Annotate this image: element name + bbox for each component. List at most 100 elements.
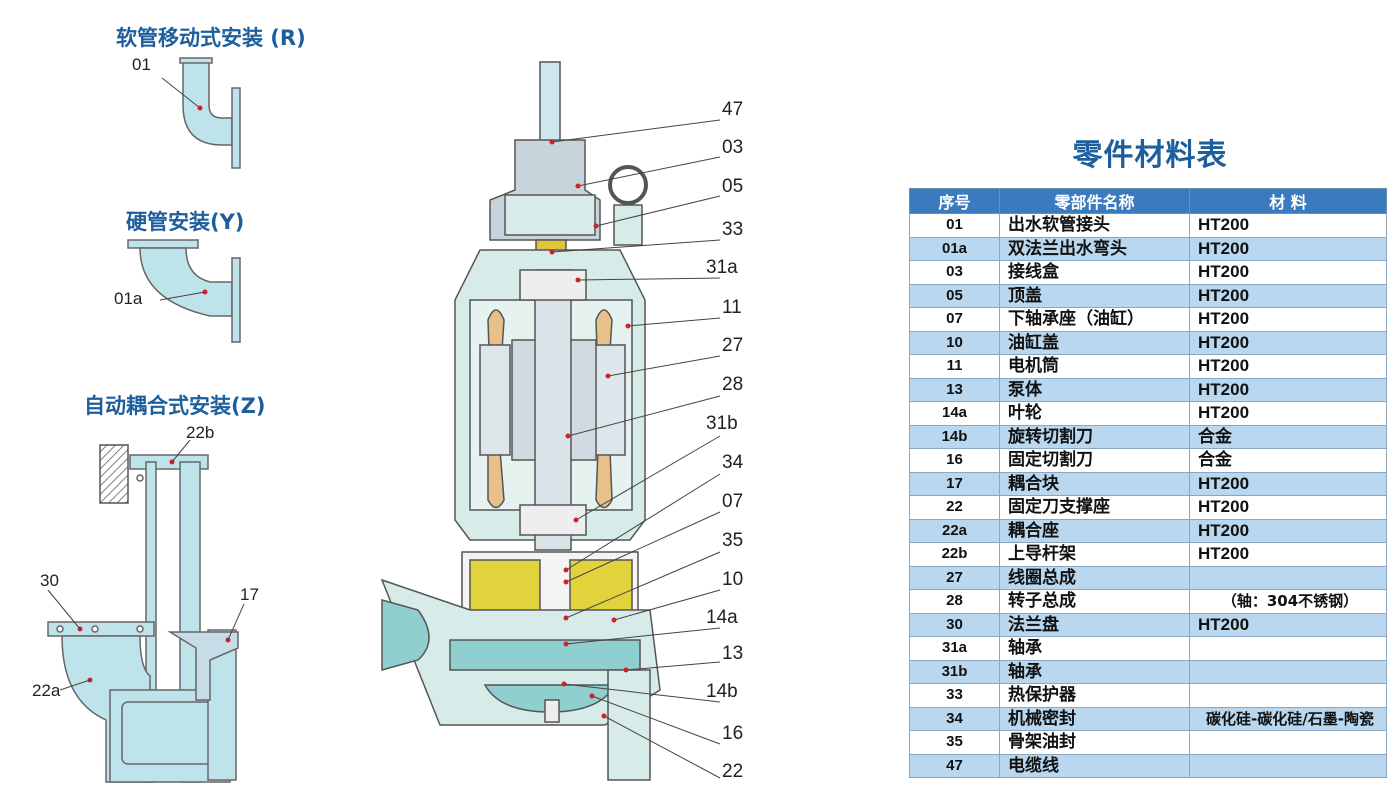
callout-10: 10 — [722, 569, 744, 590]
label-z-22a: 22a — [32, 681, 61, 700]
cell-name: 电缆线 — [999, 753, 1190, 778]
callout-31a: 31a — [706, 257, 738, 278]
cell-material: HT200 — [1189, 354, 1387, 379]
label-y-01a: 01a — [114, 289, 143, 308]
cell-name: 固定切割刀 — [999, 448, 1190, 473]
cell-no: 14a — [909, 401, 1000, 426]
cell-name: 接线盒 — [999, 260, 1190, 285]
cell-no: 47 — [909, 753, 1000, 778]
callout-13: 13 — [722, 643, 744, 664]
cell-material: HT200 — [1189, 518, 1387, 543]
cell-material: HT200 — [1189, 471, 1387, 496]
label-r-01: 01 — [132, 55, 151, 74]
callout-22: 22 — [722, 761, 744, 782]
callout-14a: 14a — [706, 607, 738, 628]
callout-35: 35 — [722, 530, 744, 551]
header-no: 序号 — [909, 188, 1000, 214]
cell-name: 耦合座 — [999, 518, 1190, 543]
cell-no: 31a — [909, 636, 1000, 661]
cell-material: HT200 — [1189, 236, 1387, 261]
cell-material — [1189, 636, 1387, 661]
callout-34: 34 — [722, 452, 744, 473]
callout-05: 05 — [722, 176, 744, 197]
cell-name: 耦合块 — [999, 471, 1190, 496]
cell-material — [1189, 565, 1387, 590]
cell-no: 14b — [909, 424, 1000, 449]
cell-no: 01 — [909, 213, 1000, 238]
cell-no: 16 — [909, 448, 1000, 473]
callout-27: 27 — [722, 335, 744, 356]
cell-no: 33 — [909, 683, 1000, 708]
cell-material: 碳化硅-碳化硅/石墨-陶瓷 — [1189, 706, 1387, 731]
callout-14b: 14b — [706, 681, 738, 702]
cell-name: 机械密封 — [999, 706, 1190, 731]
install-z-title: 自动耦合式安装(Z) — [84, 394, 266, 418]
hose-elbow-drawing — [161, 57, 241, 169]
cell-name: 泵体 — [999, 377, 1190, 402]
install-y-title: 硬管安装(Y) — [126, 210, 245, 234]
cell-name: 轴承 — [999, 659, 1190, 684]
callout-11: 11 — [722, 297, 742, 318]
cell-material — [1189, 753, 1387, 778]
table-header-row: 序号 零部件名称 材 料 — [909, 188, 1387, 214]
coupling-drawing — [47, 439, 245, 783]
cell-no: 13 — [909, 377, 1000, 402]
cell-no: 31b — [909, 659, 1000, 684]
parts-table-title: 零件材料表 — [1072, 138, 1228, 173]
label-z-30: 30 — [40, 571, 59, 590]
cell-no: 22b — [909, 542, 1000, 567]
cell-no: 27 — [909, 565, 1000, 590]
cell-material: HT200 — [1189, 612, 1387, 637]
cell-material — [1189, 659, 1387, 684]
cell-name: 叶轮 — [999, 401, 1190, 426]
cell-no: 01a — [909, 236, 1000, 261]
cell-no: 11 — [909, 354, 1000, 379]
callout-28: 28 — [722, 374, 744, 395]
header-material: 材 料 — [1189, 188, 1387, 214]
cell-name: 法兰盘 — [999, 612, 1190, 637]
cell-material — [1189, 683, 1387, 708]
cell-name: 出水软管接头 — [999, 213, 1190, 238]
cell-name: 上导杆架 — [999, 542, 1190, 567]
cell-name: 顶盖 — [999, 283, 1190, 308]
callout-31b: 31b — [706, 413, 738, 434]
cell-material: HT200 — [1189, 401, 1387, 426]
rigid-elbow-drawing — [127, 239, 241, 343]
cell-no: 03 — [909, 260, 1000, 285]
cell-name: 双法兰出水弯头 — [999, 236, 1190, 261]
cell-name: 轴承 — [999, 636, 1190, 661]
cell-material: HT200 — [1189, 307, 1387, 332]
cell-material — [1189, 730, 1387, 755]
label-z-22b: 22b — [186, 423, 215, 442]
header-name: 零部件名称 — [999, 188, 1190, 214]
cell-name: 转子总成 — [999, 589, 1190, 614]
callout-16: 16 — [722, 723, 744, 744]
cell-no: 07 — [909, 307, 1000, 332]
cell-no: 30 — [909, 612, 1000, 637]
cell-no: 17 — [909, 471, 1000, 496]
